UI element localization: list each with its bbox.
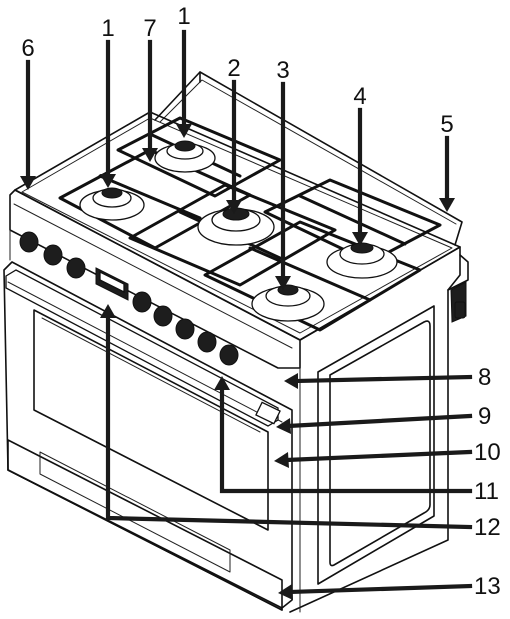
- burner-front-left: [79, 187, 145, 221]
- side-panel: [289, 246, 469, 613]
- arrow-10: [283, 449, 473, 463]
- arrow-12: [105, 313, 473, 530]
- pan-supports: [58, 116, 442, 332]
- back-guard: [154, 71, 463, 246]
- timer-display: [95, 267, 129, 301]
- label-4: 4: [353, 83, 366, 110]
- arrow-9: [285, 413, 473, 429]
- label-1-left: 1: [101, 15, 114, 42]
- label-1-right: 1: [177, 3, 190, 30]
- label-8: 8: [478, 364, 491, 391]
- arrow-8: [293, 374, 473, 384]
- label-3: 3: [276, 57, 289, 84]
- control-knobs-left: [19, 231, 86, 279]
- burner-rear-left: [154, 140, 216, 173]
- label-9: 9: [478, 403, 491, 430]
- control-knobs-right: [132, 291, 239, 366]
- side-window: [317, 305, 435, 585]
- label-11: 11: [474, 478, 499, 505]
- label-6: 6: [21, 35, 34, 62]
- burners: [79, 140, 398, 322]
- label-7: 7: [143, 15, 156, 42]
- burner-rear-right: [326, 242, 398, 279]
- stove-illustration: [3, 71, 469, 613]
- label-10: 10: [474, 439, 501, 466]
- arrow-11: [219, 385, 473, 494]
- callout-labels: 1 7 1 6 2 3 4 5 8 9 10 11 12 13: [21, 3, 500, 600]
- label-2: 2: [227, 55, 240, 82]
- arrow-13: [287, 583, 473, 595]
- door-handle: [5, 269, 281, 427]
- label-12: 12: [474, 514, 501, 541]
- burner-front-right: [251, 284, 325, 322]
- burner-center-wok: [197, 207, 275, 246]
- storage-drawer: [7, 439, 283, 611]
- label-13: 13: [474, 573, 501, 600]
- callout-arrows: [20, 29, 473, 600]
- label-5: 5: [440, 111, 453, 138]
